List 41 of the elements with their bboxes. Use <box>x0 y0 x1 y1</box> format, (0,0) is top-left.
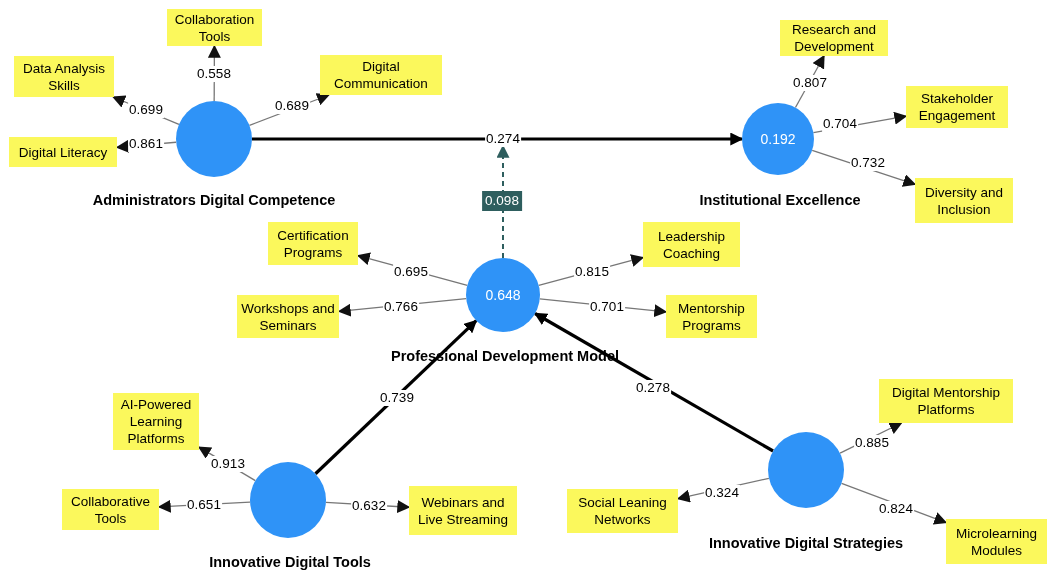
edge-label: 0.704 <box>822 116 858 132</box>
indicator-box: Stakeholder Engagement <box>906 86 1008 128</box>
indicator-box: Collaboration Tools <box>167 9 262 46</box>
edge-label: 0.861 <box>128 136 164 152</box>
edge-label: 0.689 <box>274 98 310 114</box>
latent-variable-circle: 0.192 <box>742 103 814 175</box>
edge-label: 0.739 <box>379 390 415 406</box>
construct-label: Innovative Digital Strategies <box>708 535 904 551</box>
indicator-box: Leadership Coaching <box>643 222 740 267</box>
indicator-box: Digital Mentorship Platforms <box>879 379 1013 423</box>
indicator-box: Research and Development <box>780 20 888 56</box>
dashed-arrow <box>496 144 510 259</box>
indicator-box: Collaborative Tools <box>62 489 159 530</box>
construct-label: Administrators Digital Competence <box>92 192 336 208</box>
arrow <box>533 312 774 453</box>
indicator-box: Webinars and Live Streaming <box>409 486 517 535</box>
indicator-box: Data Analysis Skills <box>14 56 114 97</box>
edge-label: 0.913 <box>210 456 246 472</box>
edge-label: 0.815 <box>574 264 610 280</box>
construct-label: Innovative Digital Tools <box>209 554 371 570</box>
indicator-box: Diversity and Inclusion <box>915 178 1013 223</box>
construct-label: Institutional Excellence <box>699 192 861 208</box>
latent-variable-circle <box>250 462 326 538</box>
indicator-box: Workshops and Seminars <box>237 295 339 338</box>
edge-label: 0.699 <box>128 102 164 118</box>
arrow <box>314 319 478 475</box>
indicator-box: Certification Programs <box>268 222 358 265</box>
edge-label: 0.274 <box>485 131 521 147</box>
latent-variable-circle: 0.648 <box>466 258 540 332</box>
edge-label: 0.807 <box>792 75 828 91</box>
indicator-box: Mentorship Programs <box>666 295 757 338</box>
edge-label: 0.732 <box>850 155 886 171</box>
indicator-box: Microlearning Modules <box>946 519 1047 564</box>
arrow <box>252 132 744 146</box>
edge-label: 0.278 <box>635 380 671 396</box>
edge-label: 0.558 <box>196 66 232 82</box>
edge-label: 0.098 <box>482 191 522 211</box>
indicator-box: AI-Powered Learning Platforms <box>113 393 199 450</box>
indicator-box: Social Leaning Networks <box>567 489 678 533</box>
indicator-box: Digital Literacy <box>9 137 117 167</box>
indicator-box: Digital Communication <box>320 55 442 95</box>
